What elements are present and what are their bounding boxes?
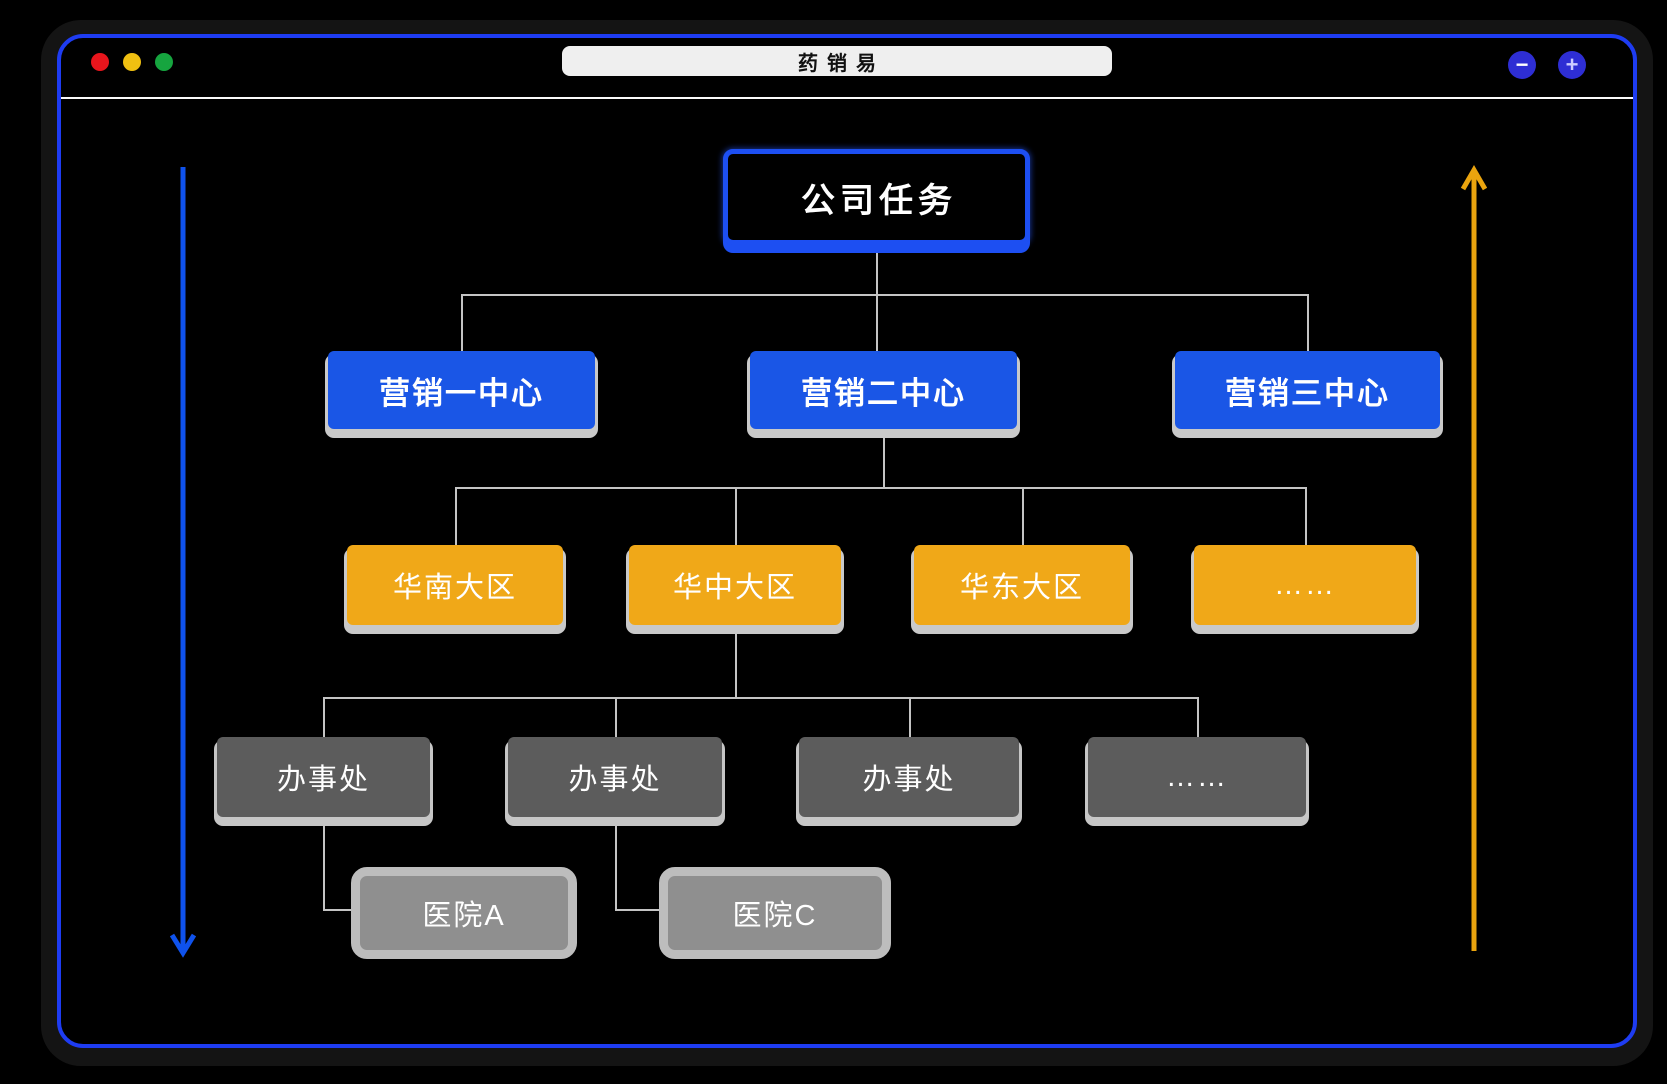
traffic-light-close-button[interactable]	[91, 53, 109, 71]
zoom-in-button[interactable]: +	[1558, 51, 1586, 79]
org-node-marketing-center-1[interactable]: 营销一中心	[328, 351, 595, 429]
connector-line	[323, 697, 1197, 699]
org-node-hospital-c[interactable]: 医院C	[659, 867, 891, 959]
org-node-marketing-center-3[interactable]: 营销三中心	[1175, 351, 1440, 429]
connector-line	[909, 697, 911, 737]
connector-line	[615, 697, 617, 737]
window-title-pill: 药销易	[562, 46, 1112, 76]
connector-line	[455, 487, 457, 545]
titlebar-separator	[61, 97, 1633, 99]
org-node-office-more[interactable]: ……	[1088, 737, 1306, 817]
traffic-light-zoom-button[interactable]	[155, 53, 173, 71]
zoom-out-button[interactable]: −	[1508, 51, 1536, 79]
org-node-office-1[interactable]: 办事处	[217, 737, 430, 817]
connector-line	[1307, 294, 1309, 351]
connector-line	[615, 817, 617, 911]
down-flow-arrow-icon	[170, 167, 196, 958]
traffic-light-minimize-button[interactable]	[123, 53, 141, 71]
connector-line	[323, 909, 353, 911]
org-node-marketing-center-2[interactable]: 营销二中心	[750, 351, 1017, 429]
connector-line	[461, 294, 463, 351]
connector-line	[735, 625, 737, 697]
connector-line	[323, 817, 325, 911]
plus-icon: +	[1565, 52, 1579, 77]
connector-line	[615, 909, 661, 911]
connector-line	[876, 252, 878, 351]
connector-line	[323, 697, 325, 737]
connector-line	[883, 429, 885, 487]
org-node-region-central-china[interactable]: 华中大区	[629, 545, 841, 625]
org-node-company-task[interactable]: 公司任务	[723, 149, 1030, 245]
titlebar[interactable]: 药销易 − +	[61, 38, 1633, 97]
connector-line	[461, 294, 1307, 296]
minus-icon: −	[1515, 52, 1529, 77]
connector-line	[1022, 487, 1024, 545]
connector-line	[1197, 697, 1199, 737]
org-node-hospital-a[interactable]: 医院A	[351, 867, 577, 959]
connector-line	[1305, 487, 1307, 545]
window: 药销易 − +	[57, 34, 1637, 1048]
org-node-region-south-china[interactable]: 华南大区	[347, 545, 563, 625]
org-node-office-3[interactable]: 办事处	[799, 737, 1019, 817]
connector-line	[735, 487, 737, 545]
org-node-region-more[interactable]: ……	[1194, 545, 1416, 625]
org-node-office-2[interactable]: 办事处	[508, 737, 722, 817]
window-title: 药销易	[798, 52, 885, 75]
org-node-region-east-china[interactable]: 华东大区	[914, 545, 1130, 625]
up-flow-arrow-icon	[1461, 165, 1487, 951]
connector-line	[455, 487, 1305, 489]
